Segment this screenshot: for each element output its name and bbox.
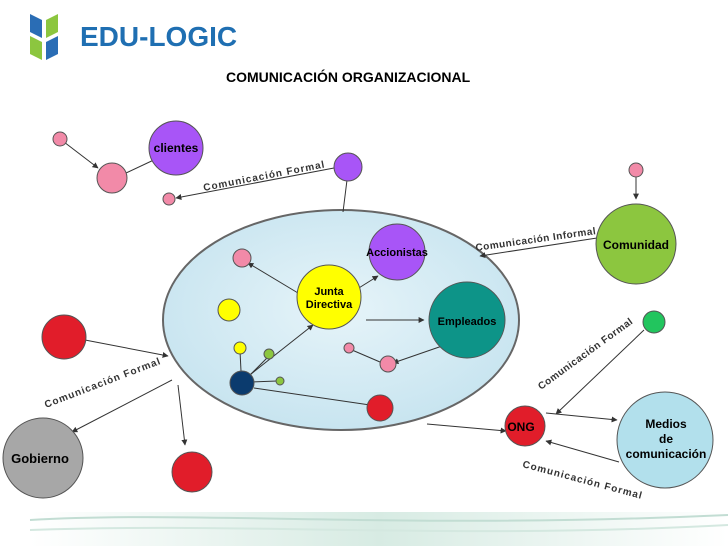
node-medios: Medios de comunicación [616,391,714,489]
edge-navy-to-small-green [251,380,278,383]
edge-red-left-to-org [84,339,169,358]
node-purple-top [333,152,363,182]
edge-navy-to-junta [245,324,314,379]
node-pink-right-inside [379,355,397,373]
edge-pink-dot-to-pink [351,349,381,363]
diagram-title: COMUNICACIÓN ORGANIZACIONAL [226,68,471,85]
node-pink-small-top [52,131,68,147]
node-empleados: Empleados [428,281,506,359]
node-red-inside [366,394,394,422]
edge-empleados-to-pink [392,344,446,365]
node-red-left [41,314,87,360]
node-gobierno: Gobierno [2,417,84,499]
node-pink-inside [232,248,252,268]
edge-org-to-ong [426,423,507,434]
edge-comunidad-to-org [479,237,598,259]
node-ong: ONG [504,405,546,447]
node-empleados-label: Empleados [438,316,497,328]
node-junta-directiva: Junta Directiva [296,264,362,330]
node-yellow-small [233,341,247,355]
node-medios-label-3: comunicación [626,447,707,461]
node-gobierno-label: Gobierno [11,451,69,466]
node-red-bottom [171,451,213,493]
logo-text: EDU-LOGIC [80,21,237,52]
edge-org-to-purple [342,179,348,213]
node-clientes-label: clientes [154,141,199,155]
edge-navy-to-gobierno-red [177,384,188,446]
edge-navy-to-red [253,387,371,406]
node-junta-label-2: Directiva [306,299,353,311]
node-clientes: clientes [148,120,204,176]
node-pink-top-right [628,162,644,178]
book-leaf-logo-icon [30,14,58,60]
edge-pink-to-pink [63,141,99,169]
node-pink-dot [343,342,355,354]
node-navy [229,370,255,396]
node-green-small [263,348,275,360]
edge-label-formal-right: Comunicación Formal [536,316,635,392]
node-comunidad-label: Comunidad [603,238,669,252]
node-accionistas: Accionistas [366,223,428,281]
node-junta-label-1: Junta [314,286,344,298]
node-bright-green [642,310,666,334]
node-pink-left [96,162,128,194]
footer-decoration [29,512,728,546]
edge-org-to-gobierno [71,379,173,433]
edge-green-to-ong [555,329,645,415]
edge-medios-to-ong [545,439,620,463]
edge-label-formal-top: Comunicación Formal [202,159,326,193]
edge-label-formal-left: Comunicación Formal [43,356,163,411]
edu-logic-logo: EDU-LOGIC [0,0,237,72]
node-pink-tiny-left [162,192,176,206]
node-accionistas-label: Accionistas [366,247,428,259]
edge-ong-to-medios [545,412,618,423]
node-medios-label-2: de [659,432,673,446]
node-green-tiny [275,376,285,386]
edge-label-informal: Comunicación Informal [475,226,597,254]
node-comunidad: Comunidad [595,203,677,285]
edge-junta-to-pink [247,262,299,294]
edge-purple-to-small-pink [175,167,335,200]
node-ong-label: ONG [507,420,534,434]
node-medios-label-1: Medios [645,417,687,431]
node-yellow-inside [217,298,241,322]
